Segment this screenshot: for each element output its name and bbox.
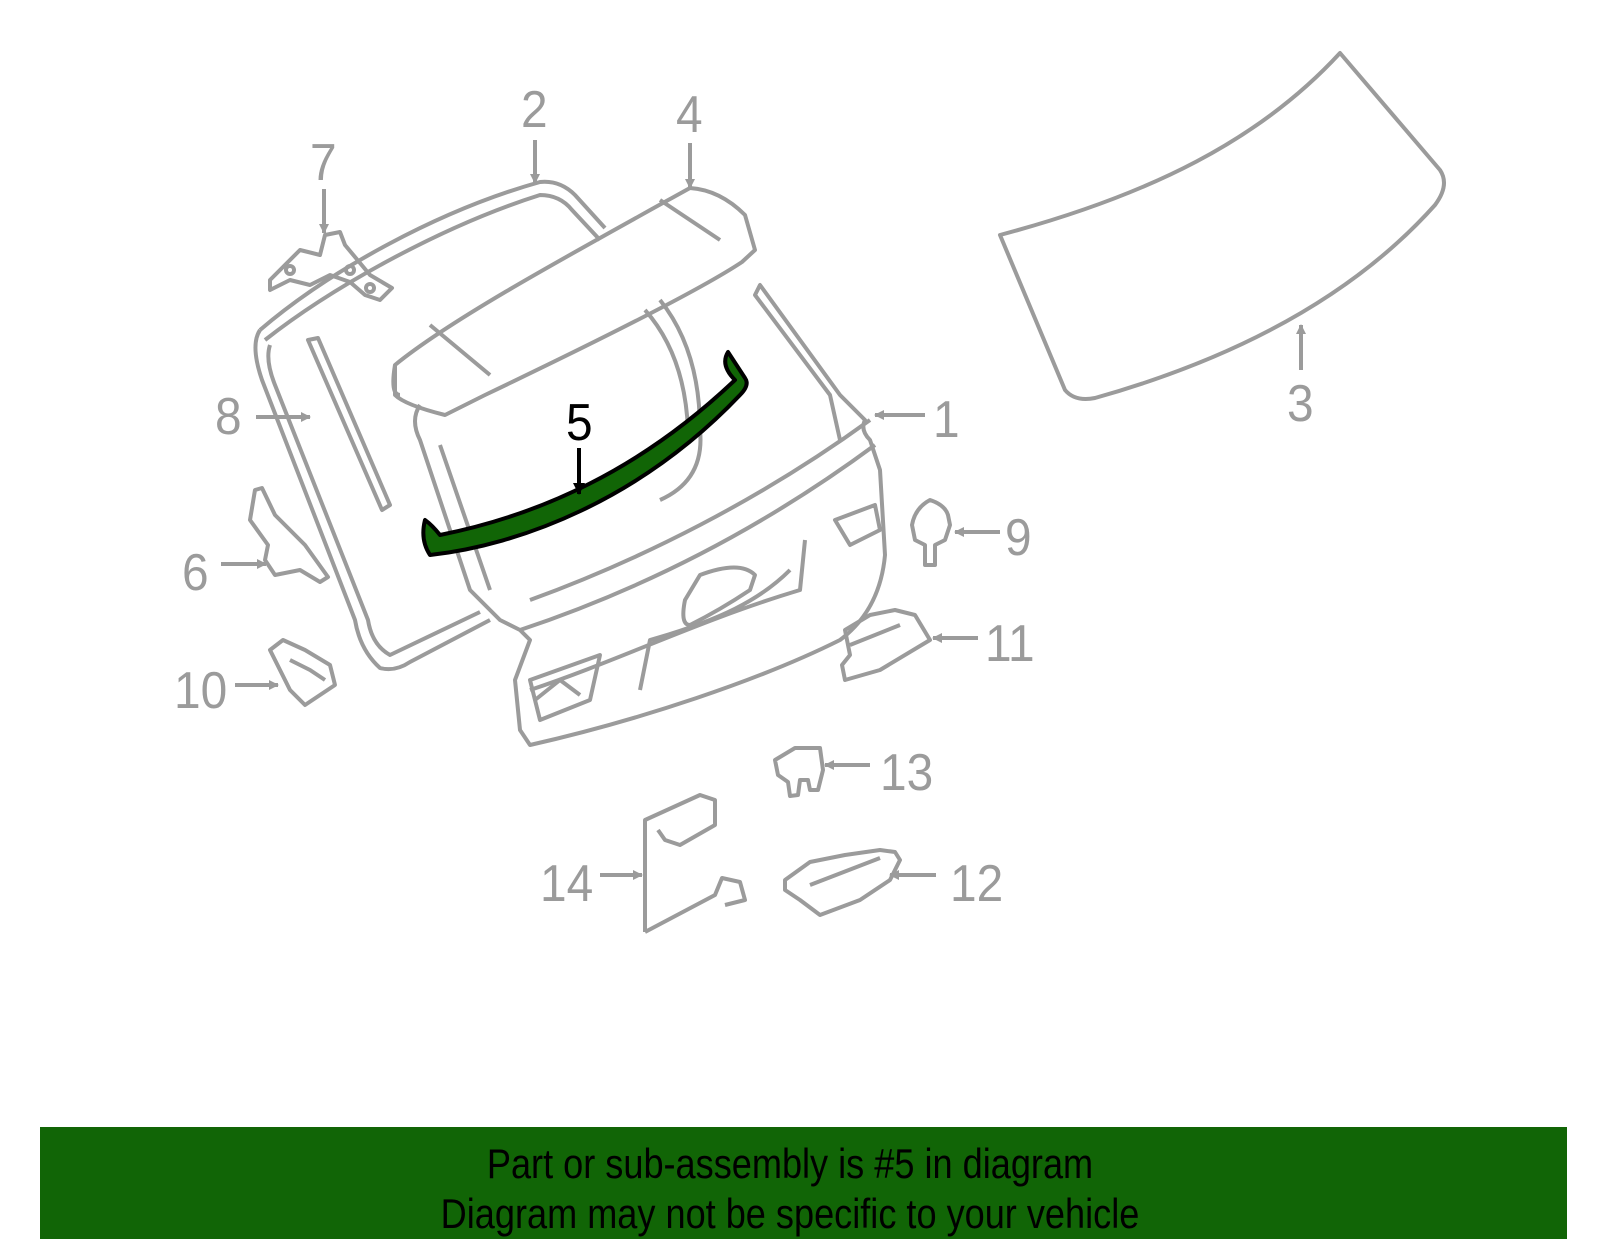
callout-6: 6 [182, 544, 209, 602]
callout-2: 2 [521, 81, 548, 139]
part-3-rear-glass [998, 51, 1446, 401]
part-8-strut [306, 336, 392, 512]
parts-diagram: 1 2 3 4 5 6 7 8 9 10 11 12 13 14 [174, 51, 1446, 934]
callout-10: 10 [174, 662, 228, 720]
callout-7: 7 [310, 134, 337, 192]
callout-4: 4 [676, 86, 703, 144]
callout-1: 1 [933, 391, 960, 449]
callout-12: 12 [950, 855, 1004, 913]
callout-5: 5 [566, 394, 593, 452]
callout-8: 8 [215, 388, 242, 446]
part-2-seal [258, 179, 607, 342]
part-11-lamp [840, 608, 932, 682]
part-9-fastener [910, 498, 952, 567]
part-6-bracket [248, 486, 330, 584]
banner-line-disclaimer: Diagram may not be specific to your vehi… [440, 1190, 1140, 1237]
part-1-liftgate [413, 283, 887, 747]
callout-11: 11 [985, 615, 1035, 673]
callout-3: 3 [1287, 375, 1314, 433]
part-14-harness [643, 793, 747, 934]
part-12-lamp [783, 848, 902, 917]
banner-line-part: Part or sub-assembly is #5 in diagram [486, 1140, 1094, 1187]
part-5-molding [421, 350, 749, 557]
callout-13: 13 [880, 744, 934, 802]
part-4-spoiler [391, 186, 757, 417]
diagram-drawing [221, 51, 1446, 934]
info-banner: Part or sub-assembly is #5 in diagram Di… [40, 1127, 1567, 1239]
part-10-bracket [268, 638, 337, 707]
callout-9: 9 [1005, 509, 1032, 567]
part-13-clip [773, 746, 825, 798]
part-7-hinge [268, 230, 394, 302]
callout-14: 14 [540, 855, 594, 913]
